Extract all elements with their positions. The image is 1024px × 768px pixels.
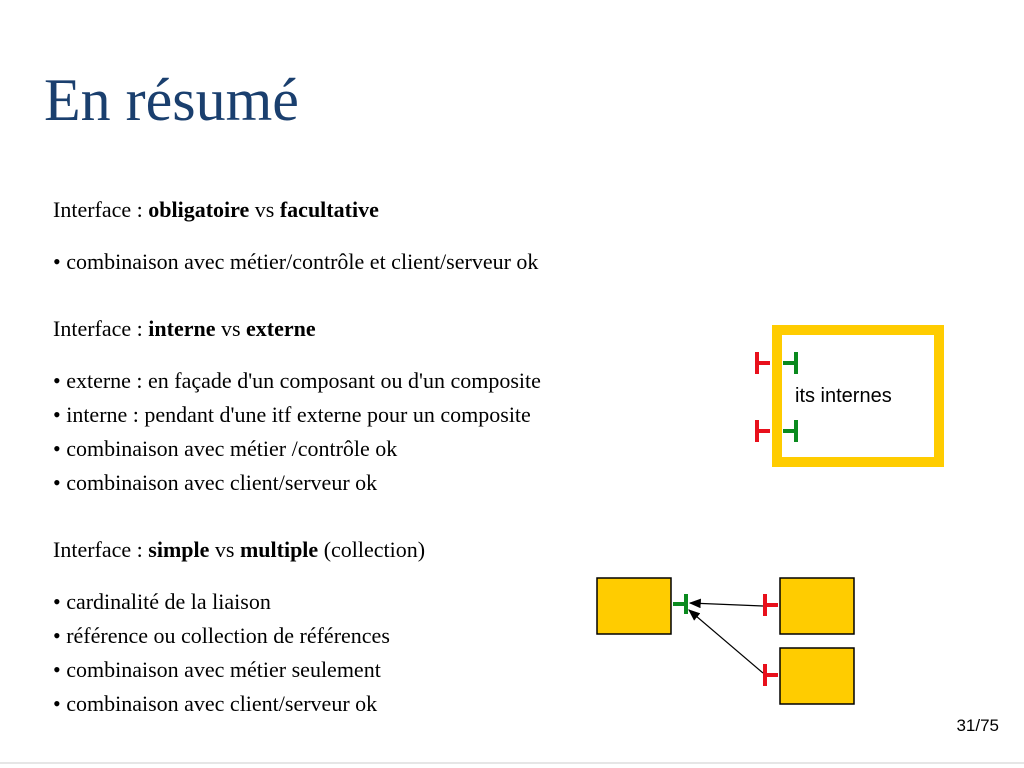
server-interface-icon — [783, 420, 798, 442]
heading-vs: vs — [215, 316, 247, 341]
binding-arrow — [688, 598, 764, 609]
heading-term-a: obligatoire — [148, 197, 250, 222]
bullet-item: • combinaison avec client/serveur ok — [53, 470, 378, 495]
bullet-item: • combinaison avec métier seulement — [53, 657, 381, 682]
bullet-item: • cardinalité de la liaison — [53, 589, 271, 614]
heading-prefix: Interface : — [53, 316, 149, 341]
page-number: 31/75 — [956, 716, 999, 735]
heading-term-a: simple — [148, 537, 210, 562]
section-heading-simple-multiple: Interface : simple vs multiple (collecti… — [53, 535, 425, 565]
heading-vs: vs — [249, 197, 280, 222]
heading-term-a: interne — [148, 316, 216, 341]
bullet-item: • combinaison avec client/serveur ok — [53, 691, 378, 716]
heading-term-b: facultative — [279, 197, 379, 222]
bullet-item: • externe : en façade d'un composant ou … — [53, 368, 541, 393]
bullet-item: • interne : pendant d'une itf externe po… — [53, 402, 531, 427]
heading-vs: vs — [209, 537, 240, 562]
section-heading-mandatory-optional: Interface : obligatoire vs facultative — [53, 195, 379, 225]
server-component-box — [596, 577, 672, 635]
heading-prefix: Interface : — [53, 537, 149, 562]
heading-suffix: (collection) — [318, 537, 426, 562]
bullet-item: • combinaison avec métier/contrôle et cl… — [53, 249, 539, 274]
section-heading-internal-external: Interface : interne vs externe — [53, 314, 316, 344]
internal-interfaces-label: its internes — [795, 385, 892, 407]
client-interface-icon — [763, 664, 778, 686]
internal-interfaces-diagram: its internes — [755, 325, 944, 467]
heading-prefix: Interface : — [53, 197, 149, 222]
slide-title: En résumé — [44, 67, 299, 133]
heading-term-b: multiple — [239, 537, 319, 562]
server-interface-icon — [673, 594, 688, 614]
collection-interface-diagram — [596, 577, 855, 705]
bullet-item: • référence ou collection de références — [53, 623, 390, 648]
heading-term-b: externe — [246, 316, 316, 341]
client-interface-icon — [755, 352, 770, 374]
composite-component-border — [772, 325, 944, 467]
client-component-box — [779, 647, 855, 705]
server-interface-icon — [783, 352, 798, 374]
client-interface-icon — [763, 594, 778, 616]
client-component-box — [779, 577, 855, 635]
footer-divider — [0, 762, 1024, 764]
binding-arrow — [688, 609, 764, 674]
bullet-item: • combinaison avec métier /contrôle ok — [53, 436, 398, 461]
client-interface-icon — [755, 420, 770, 442]
